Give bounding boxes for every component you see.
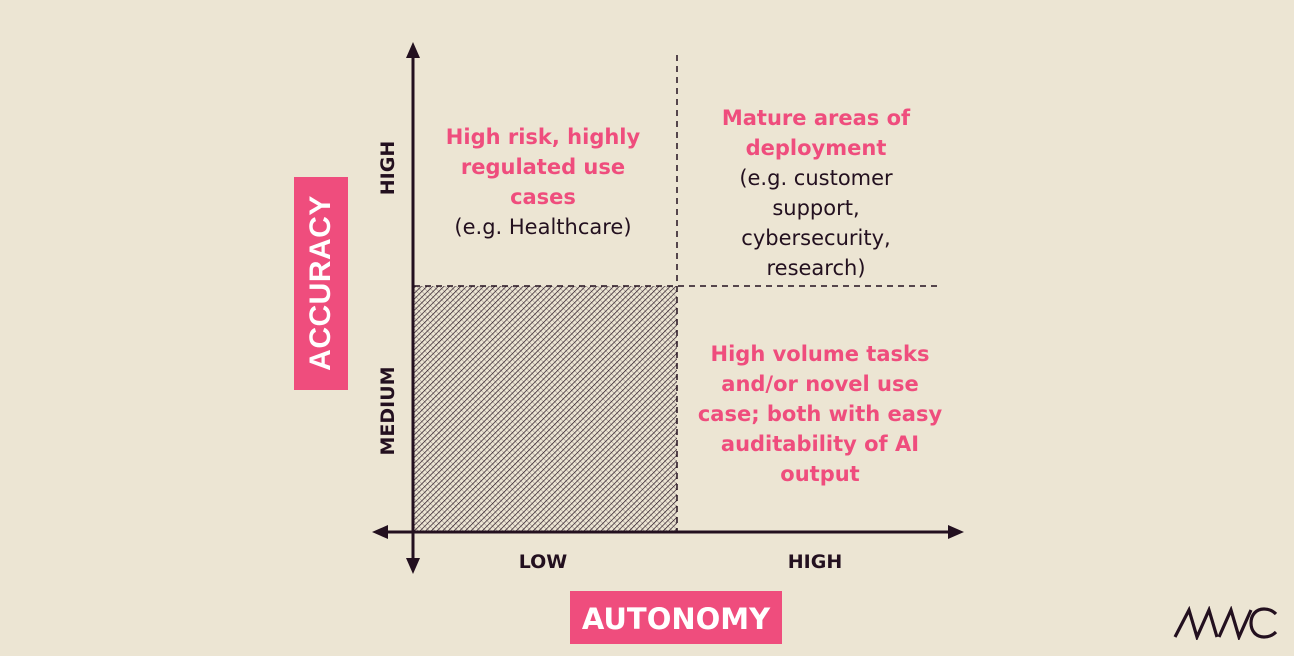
- y-tick-high: HIGH: [377, 140, 399, 196]
- y-axis-title-box: [294, 177, 348, 390]
- hatched-region: [414, 286, 677, 531]
- quadrant-top-right-headline: Mature areas of deployment: [721, 106, 911, 160]
- x-axis-title: AUTONOMY: [581, 602, 771, 636]
- quadrant-top-left-detail: (e.g. Healthcare): [454, 215, 632, 239]
- x-axis-title-box: [570, 591, 782, 644]
- quadrant-bottom-right-headline: High volume tasks and/or novel use case;…: [697, 342, 943, 486]
- quadrant-top-left: High risk, highly regulated use cases (e…: [446, 122, 640, 242]
- mmc-logo: [1172, 605, 1280, 644]
- y-axis-title: ACCURACY: [304, 195, 337, 371]
- x-tick-low: LOW: [518, 551, 568, 573]
- quadrant-top-right-detail: (e.g. customer support, cybersecurity, r…: [739, 166, 893, 280]
- quadrant-top-left-headline: High risk, highly regulated use cases: [445, 125, 641, 209]
- x-tick-high: HIGH: [787, 551, 843, 573]
- y-tick-medium: MEDIUM: [377, 366, 399, 456]
- quadrant-bottom-right: High volume tasks and/or novel use case;…: [698, 339, 942, 489]
- x-axis: [372, 525, 964, 539]
- quadrant-top-right: Mature areas of deployment (e.g. custome…: [722, 103, 910, 283]
- y-axis: [406, 42, 420, 574]
